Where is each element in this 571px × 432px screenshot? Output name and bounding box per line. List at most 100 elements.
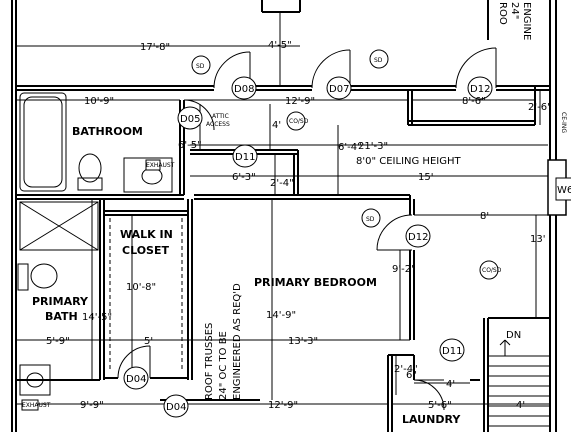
room-label-laundry: LAUNDRY: [402, 413, 461, 426]
dim-10-8: 10'-8": [126, 282, 156, 293]
door-tag-d11-top: [232, 144, 258, 168]
stair-treads: [488, 339, 550, 427]
dim-21-3: 21'-3": [358, 141, 388, 152]
dim-6-5: 6'-5": [178, 140, 202, 151]
shower: [19, 201, 99, 251]
exhaust-fan-2: [21, 399, 39, 411]
door-tag-d05: [177, 106, 203, 130]
door-tag-d04-text: D04: [126, 374, 146, 385]
bathtub: [19, 92, 67, 192]
primary-bath-sink: [19, 364, 51, 396]
top-right-note-line2: 24": [509, 2, 520, 19]
smoke-detector-2: [369, 49, 389, 69]
dim-9-9: 9'-9": [80, 400, 104, 411]
trusses-note-line3: ENGINEERED AS REQ'D: [232, 283, 243, 400]
dim-6in: 6": [406, 370, 417, 381]
exhaust-fan-1: [145, 159, 161, 171]
door-tag-d07: [326, 76, 352, 100]
dim-2-4b: 2'-4": [394, 364, 418, 375]
exhaust-fan-1-label: EXHAUST: [146, 162, 175, 169]
dim-6-3: 6'-3": [232, 172, 256, 183]
smoke-detector-2-label: SD: [374, 57, 383, 64]
door-tag-d11-bottom: [439, 338, 465, 362]
door-swings: [117, 47, 497, 411]
devices: [21, 49, 499, 411]
room-label-primary-bath-line1: PRIMARY: [32, 295, 89, 308]
door-tag-d04: [123, 366, 149, 390]
fixtures: [17, 92, 183, 396]
door-tag-d08: [231, 76, 257, 100]
dim-5-6: 5'-6": [428, 400, 452, 411]
dim-5: 5': [144, 336, 153, 347]
attic-access-note-line1: ATTIC: [212, 113, 229, 120]
dim-4-5: 4'-5": [268, 40, 292, 51]
top-right-note-line1: ROO: [497, 2, 508, 25]
dim-13-3: 13'-3": [288, 336, 318, 347]
room-label-primary-bath-line2: BATH: [45, 310, 78, 323]
co-smoke-detector-1: [286, 111, 306, 131]
dim-4: 4': [272, 120, 281, 131]
dim-8-6: 8'-6": [462, 96, 486, 107]
window-label: W6: [557, 185, 571, 196]
door-tag-d07-text: D07: [329, 84, 349, 95]
door-tag-d12-top-text: D12: [470, 84, 490, 95]
dim-14-5: 14'-5": [82, 312, 112, 323]
room-label-primary-bedroom: PRIMARY BEDROOM: [254, 276, 377, 289]
dim-2-4a: 2'-4": [270, 178, 294, 189]
co-smoke-detector-2-label: CO/SD: [482, 267, 502, 274]
door-tags: [123, 76, 493, 418]
dim-15: 15': [418, 172, 433, 183]
dim-4b: 4': [446, 379, 455, 390]
dim-14-9: 14'-9": [266, 310, 296, 321]
dim-13: 13': [530, 234, 545, 245]
smoke-detector-3: [361, 208, 381, 228]
smoke-detector-1: [191, 55, 211, 75]
svg-text:CE-ING: CE-ING: [560, 112, 567, 133]
ceiling-height-note: 8'0" CEILING HEIGHT: [356, 156, 461, 167]
primary-bath-toilet: [30, 263, 58, 289]
door-tag-d12-right-text: D12: [408, 232, 428, 243]
toilet: [78, 153, 102, 183]
right-edge-note: CE-ING: [560, 112, 567, 133]
dim-5-9: 5'-9": [46, 336, 70, 347]
top-right-note: ROO 24" ENGINE: [497, 2, 532, 40]
dim-10-9: 10'-9": [84, 96, 114, 107]
door-tag-d12-top: [467, 76, 493, 100]
dimension-labels: 17'-8" 4'-5" 10'-9" 12'-9" 8'-6" 2'-6" 6…: [46, 40, 552, 411]
door-tag-d04-bottom: [163, 394, 189, 418]
top-right-note-line3: ENGINE: [521, 2, 532, 40]
smoke-detector-1-label: SD: [196, 63, 205, 70]
dim-9-2: 9'-2": [392, 264, 416, 275]
smoke-detector-3-label: SD: [366, 216, 375, 223]
door-tag-d11-bottom-text: D11: [442, 346, 462, 357]
room-label-walk-in-closet-line2: CLOSET: [122, 244, 169, 257]
dim-2-6: 2'-6": [528, 102, 552, 113]
door-tag-d05-text: D05: [180, 114, 200, 125]
window-tag: [555, 177, 571, 201]
room-label-bathroom: BATHROOM: [72, 125, 143, 138]
walls: [11, 0, 557, 432]
door-tag-d12-right: [405, 224, 431, 248]
co-smoke-detector-2: [479, 260, 499, 280]
trusses-note: ROOF TRUSSES 24" OC TO BE ENGINEERED AS …: [204, 283, 243, 400]
dim-17-8: 17'-8": [140, 42, 170, 53]
door-tag-d11-top-text: D11: [235, 152, 255, 163]
stairs-down-label: DN: [506, 330, 521, 341]
dim-12-9-bottom: 12'-9": [268, 400, 298, 411]
trusses-note-line1: ROOF TRUSSES: [204, 323, 215, 400]
bathroom-sink: [123, 157, 173, 193]
door-tag-d08-text: D08: [234, 84, 254, 95]
room-label-walk-in-closet-line1: WALK IN: [120, 228, 173, 241]
trusses-note-line2: 24" OC TO BE: [218, 331, 229, 400]
exhaust-fan-2-label: EXHAUST: [22, 402, 51, 409]
co-smoke-detector-1-label: CO/SD: [289, 118, 309, 125]
attic-access-note-line2: ACCESS: [206, 121, 230, 128]
dim-12-9-top: 12'-9": [285, 96, 315, 107]
dimension-lines: [16, 12, 550, 405]
dim-8: 8': [480, 211, 489, 222]
dim-4c: 4': [516, 400, 525, 411]
door-tag-d04-bottom-text: D04: [166, 402, 186, 413]
dim-6-4: 6'-4": [338, 142, 362, 153]
